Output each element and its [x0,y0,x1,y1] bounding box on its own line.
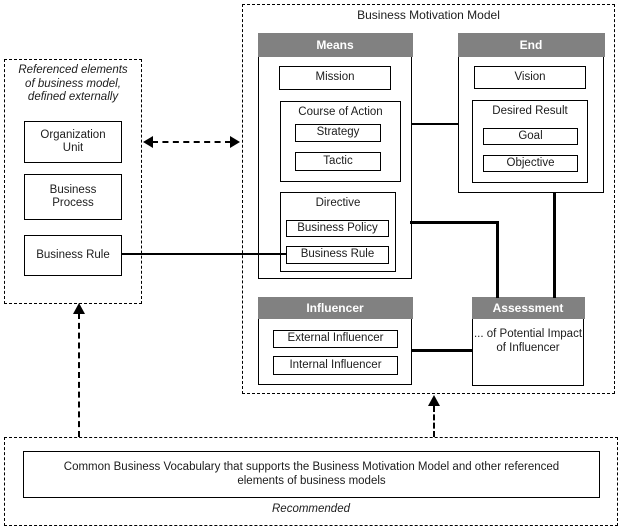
vocabulary-text: Common Business Vocabulary that supports… [63,461,560,487]
tactic-label: Tactic [323,154,353,167]
goal-label: Goal [518,129,543,142]
strategy-box: Strategy [295,124,381,142]
internal-influencer-label: Internal Influencer [289,358,382,371]
business-process-label: Business Process [49,183,97,210]
desired-result-label: Desired Result [492,105,568,117]
objective-box: Objective [483,155,578,172]
tactic-box: Tactic [295,152,381,171]
external-elements-title: Referenced elements of business model, d… [10,64,136,105]
external-elements-title-text: Referenced elements of business model, d… [18,64,128,103]
double-arrow-left-arrowhead-icon [143,136,153,148]
end-header-label: End [519,37,543,52]
end-assessment-connector-line [553,192,556,298]
business-rule-external-box: Business Rule [24,235,122,276]
business-rule-external-label: Business Rule [36,248,110,261]
influencer-assessment-connector-line [411,349,472,352]
business-rule-directive-box: Business Rule [286,246,389,264]
business-process-box: Business Process [24,174,122,220]
influencer-header-label: Influencer [306,300,364,315]
mission-label: Mission [315,71,355,84]
means-header: Means [257,32,413,57]
influencer-header: Influencer [257,296,413,319]
end-header: End [457,32,605,57]
vision-box: Vision [474,66,586,89]
directive-assessment-connector-horizontal [410,221,499,224]
organization-unit-label: Organization Unit [40,128,106,155]
mission-box: Mission [279,66,391,90]
business-rule-connector-line [122,253,286,255]
vocabulary-box: Common Business Vocabulary that supports… [23,451,600,498]
vocabulary-external-dashed-line [78,313,80,437]
vocabulary-bmm-dashed-line [433,406,435,437]
business-rule-directive-label: Business Rule [300,248,375,261]
external-influencer-box: External Influencer [273,330,398,348]
means-header-label: Means [316,37,354,52]
directive-assessment-connector-vertical [496,221,499,298]
recommended-label: Recommended [272,503,350,515]
business-policy-box: Business Policy [286,220,389,237]
vocabulary-outer-box [4,437,618,526]
assessment-header-label: Assessment [492,300,564,315]
assessment-group-box: Assessment ... of Potential Impact of In… [471,296,585,386]
vocabulary-bmm-arrowhead-icon [428,395,440,406]
assessment-header: Assessment [471,296,585,319]
bmm-title: Business Motivation Model [357,8,500,22]
course-of-action-label: Course of Action [298,106,383,118]
assessment-body: ... of Potential Impact of Influencer [473,328,583,354]
means-end-connector-line [411,123,458,125]
business-policy-label: Business Policy [297,221,378,234]
double-arrow-right-arrowhead-icon [230,136,240,148]
goal-box: Goal [483,128,578,145]
internal-influencer-box: Internal Influencer [273,356,398,375]
vision-label: Vision [514,70,546,83]
external-influencer-label: External Influencer [287,332,384,345]
vocabulary-external-arrowhead-icon [73,303,85,314]
double-arrow-dashed-line [152,141,231,143]
organization-unit-box: Organization Unit [24,121,122,163]
bmm-container-box [242,4,615,394]
strategy-label: Strategy [316,126,360,139]
objective-label: Objective [506,156,555,169]
directive-label: Directive [315,197,361,209]
